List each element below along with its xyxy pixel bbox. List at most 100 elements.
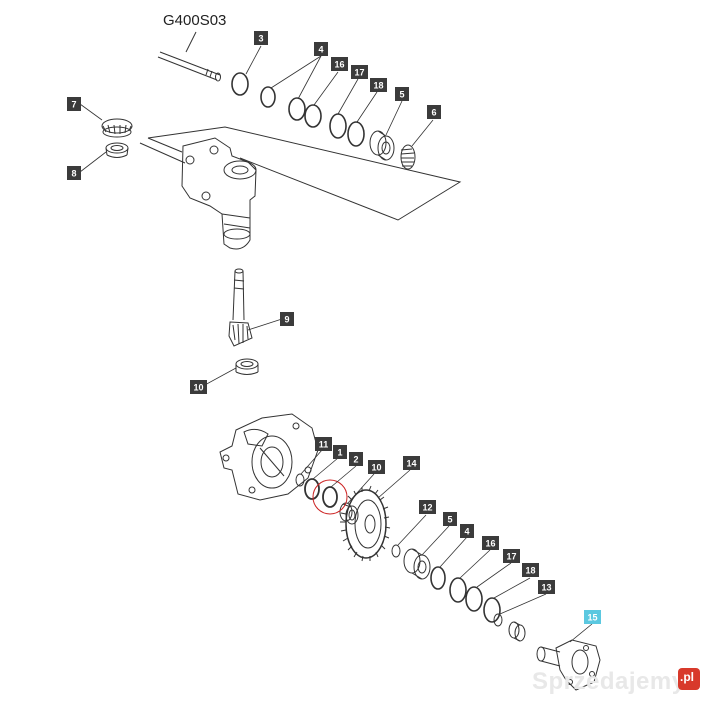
part-label-box bbox=[443, 512, 457, 526]
part-number: 11 bbox=[319, 440, 329, 450]
part-number: 12 bbox=[422, 503, 432, 513]
part-label-box bbox=[538, 580, 555, 594]
part-number: 16 bbox=[485, 539, 495, 549]
oring-1 bbox=[304, 478, 320, 500]
part-label-17: 17 bbox=[351, 65, 368, 79]
upper-housing-enclosure bbox=[139, 126, 462, 221]
ring-17-lower bbox=[483, 597, 501, 623]
part-label-box bbox=[403, 456, 420, 470]
output-flange-15 bbox=[536, 639, 601, 691]
upper-gear-housing bbox=[181, 137, 257, 250]
part-label-13: 13 bbox=[538, 580, 555, 594]
diagram-title: G400S03 bbox=[163, 12, 227, 29]
seal-11 bbox=[295, 473, 305, 487]
part-label-box bbox=[67, 97, 81, 111]
part-number: 3 bbox=[258, 34, 263, 44]
part-number: 17 bbox=[506, 552, 516, 562]
part-label-box bbox=[395, 87, 409, 101]
part-label-box bbox=[503, 549, 520, 563]
part-label-5: 5 bbox=[395, 87, 409, 101]
part-label-box bbox=[419, 500, 436, 514]
part-number: 5 bbox=[399, 90, 404, 100]
part-number: 4 bbox=[464, 527, 469, 537]
part-label-17: 17 bbox=[503, 549, 520, 563]
part-label-12: 12 bbox=[419, 500, 436, 514]
part-number: 6 bbox=[431, 108, 436, 118]
ring-18-top bbox=[347, 121, 365, 147]
part-label-18: 18 bbox=[522, 563, 539, 577]
part-number: 7 bbox=[71, 100, 76, 110]
input-shaft bbox=[157, 51, 221, 82]
part-number: 15 bbox=[587, 613, 597, 623]
part-number: 2 bbox=[353, 455, 358, 465]
part-label-box bbox=[314, 42, 328, 56]
ring-12 bbox=[391, 544, 401, 558]
part-label-box bbox=[522, 563, 539, 577]
bearing-5-top bbox=[369, 130, 395, 161]
ring-17-top bbox=[329, 113, 347, 139]
part-label-10: 10 bbox=[368, 460, 385, 474]
part-label-11: 11 bbox=[315, 437, 332, 451]
part-label-3: 3 bbox=[254, 31, 268, 45]
part-label-18: 18 bbox=[370, 78, 387, 92]
part-label-box bbox=[190, 380, 207, 394]
part-label-5: 5 bbox=[443, 512, 457, 526]
bearing-5-lower bbox=[403, 548, 431, 580]
part-label-4: 4 bbox=[314, 42, 328, 56]
ring-16-top bbox=[288, 97, 306, 121]
watermark-logo: .pl bbox=[678, 668, 700, 690]
part-label-box bbox=[427, 105, 441, 119]
leader-lines bbox=[79, 45, 593, 643]
part-number: 18 bbox=[373, 81, 383, 91]
vertical-shaft-9 bbox=[228, 268, 253, 347]
crown-gear-14 bbox=[340, 485, 391, 562]
part-label-box bbox=[368, 460, 385, 474]
part-label-16: 16 bbox=[482, 536, 499, 550]
part-number: 9 bbox=[284, 315, 289, 325]
part-label-box bbox=[349, 452, 363, 466]
part-label-box bbox=[254, 31, 268, 45]
part-label-15: 15 bbox=[584, 610, 601, 624]
part-label-box bbox=[280, 312, 294, 326]
part-number: 18 bbox=[525, 566, 535, 576]
ring-16-lower bbox=[449, 577, 467, 603]
bearing-10-upper bbox=[235, 358, 259, 375]
ring-16b-top bbox=[304, 104, 322, 128]
part-number: 5 bbox=[447, 515, 452, 525]
bevel-gear-7 bbox=[101, 118, 133, 138]
watermark-suffix: .pl bbox=[680, 670, 694, 684]
part-number: 1 bbox=[337, 448, 342, 458]
part-label-box bbox=[351, 65, 368, 79]
part-number: 13 bbox=[541, 583, 551, 593]
part-label-6: 6 bbox=[427, 105, 441, 119]
part-number: 4 bbox=[318, 45, 323, 55]
part-label-8: 8 bbox=[67, 166, 81, 180]
part-label-10: 10 bbox=[190, 380, 207, 394]
part-label-box bbox=[482, 536, 499, 550]
ring-4-lower bbox=[430, 566, 446, 590]
part-label-2: 2 bbox=[349, 452, 363, 466]
part-number: 10 bbox=[193, 383, 203, 393]
circlip-3-top bbox=[231, 72, 249, 96]
part-label-box bbox=[584, 610, 601, 624]
part-label-7: 7 bbox=[67, 97, 81, 111]
part-label-box bbox=[370, 78, 387, 92]
ring-2 bbox=[322, 486, 338, 508]
part-label-box bbox=[315, 437, 332, 451]
part-label-9: 9 bbox=[280, 312, 294, 326]
ring-4-top bbox=[260, 86, 276, 108]
part-label-box bbox=[460, 524, 474, 538]
part-label-4: 4 bbox=[460, 524, 474, 538]
part-label-box bbox=[67, 166, 81, 180]
part-number: 14 bbox=[406, 459, 416, 469]
watermark-text: Sprzedajemy bbox=[532, 668, 686, 695]
part-number: 8 bbox=[71, 169, 76, 179]
bushing-13 bbox=[508, 621, 526, 642]
title-leader-line bbox=[185, 31, 197, 53]
part-label-box bbox=[333, 445, 347, 459]
part-label-box bbox=[331, 57, 348, 71]
part-label-16: 16 bbox=[331, 57, 348, 71]
bevel-pinion-6 bbox=[400, 144, 416, 170]
